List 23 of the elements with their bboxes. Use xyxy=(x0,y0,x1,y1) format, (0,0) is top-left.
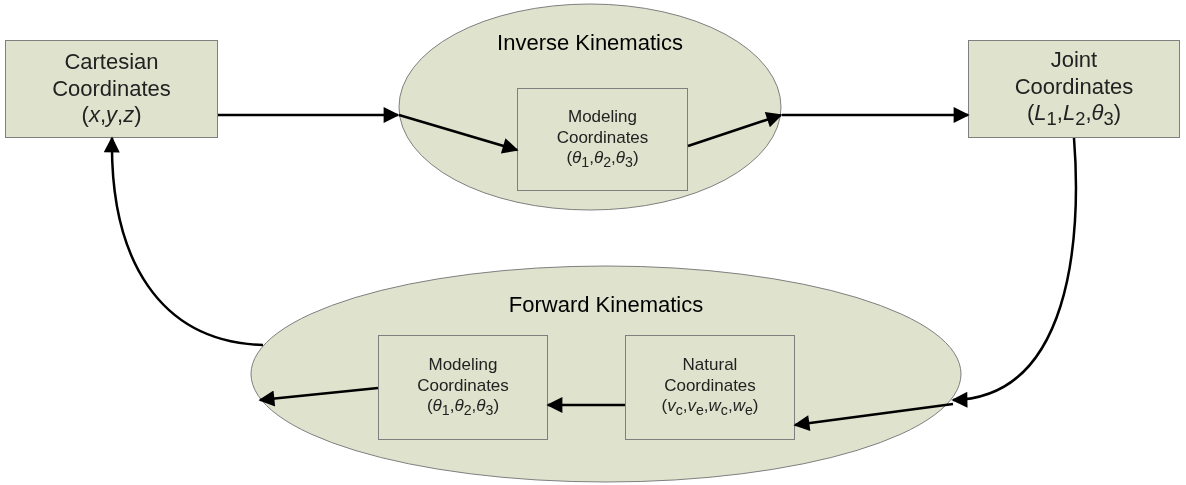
coordinate-label: (x,y,z) xyxy=(81,102,142,129)
process-box xyxy=(968,40,1180,138)
ellipse-group xyxy=(250,265,962,483)
coordinate-label: (L$_{1}$,L$_{2}$,θ$_{3}$) xyxy=(1027,100,1121,131)
coordinate-label: (θ$_{1}$,θ$_{2}$,θ$_{3}$) xyxy=(426,396,500,420)
process-box xyxy=(625,335,795,440)
arrow xyxy=(546,397,625,413)
arrow xyxy=(398,113,519,154)
arrow xyxy=(782,107,970,123)
arrow xyxy=(104,136,264,347)
arrow xyxy=(258,386,379,407)
node-title: Inverse Kinematics xyxy=(497,30,683,57)
arrow xyxy=(951,137,1078,406)
coordinate-label: (θ$_{1}$,θ$_{2}$,θ$_{3}$) xyxy=(566,148,639,172)
arrow xyxy=(687,111,783,148)
process-box xyxy=(517,88,688,191)
ellipse-group xyxy=(398,3,782,211)
node-title: Forward Kinematics xyxy=(508,292,704,319)
process-box xyxy=(5,40,218,138)
arrow xyxy=(218,107,400,123)
arrow xyxy=(793,402,954,432)
process-box xyxy=(378,335,548,440)
coordinate-label: (v$_{c}$,v$_{e}$,w$_{c}$,w$_{e}$) xyxy=(661,396,759,420)
